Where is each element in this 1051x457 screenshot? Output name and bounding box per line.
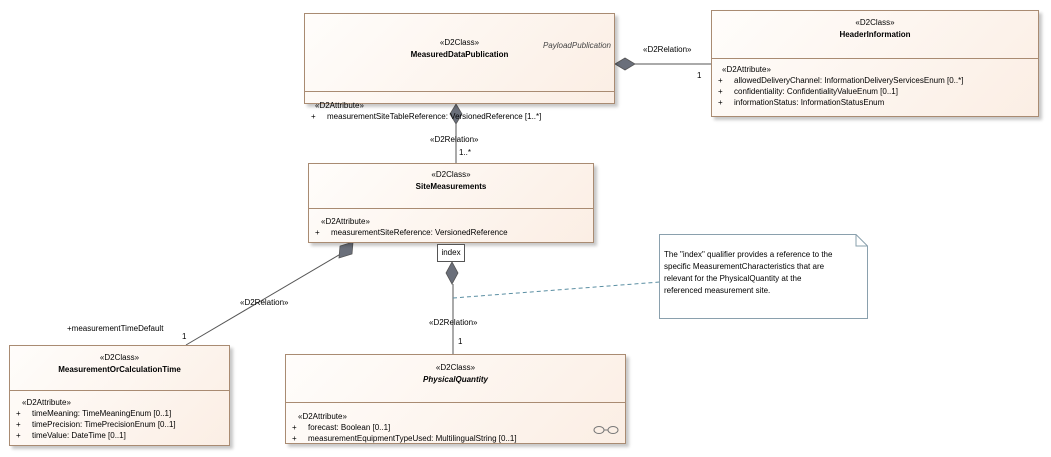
class-name: MeasuredDataPublication [410, 50, 509, 59]
attribute-text: allowedDeliveryChannel: InformationDeliv… [734, 76, 964, 85]
composition-diamond-header [614, 57, 636, 71]
attribute-text: forecast: Boolean [0..1] [308, 423, 391, 432]
class-header: «D2Class» HeaderInformation [712, 18, 1038, 59]
class-header: PayloadPublication «D2Class» MeasuredDat… [305, 38, 614, 92]
note-line: specific MeasurementCharacteristics that… [664, 262, 825, 271]
visibility-marker: + [16, 409, 21, 418]
package-label: PayloadPublication [542, 41, 611, 50]
class-name: HeaderInformation [839, 30, 911, 39]
class-physical-quantity[interactable]: «D2Class» PhysicalQuantity «D2Attribute»… [285, 354, 626, 444]
relation-stereotype-physical: «D2Relation» [429, 318, 478, 327]
class-stereotype: «D2Class» [439, 38, 480, 47]
attribute-compartment: «D2Attribute» + timeMeaning: TimeMeaningE… [10, 391, 229, 441]
relation-stereotype-time: «D2Relation» [240, 298, 289, 307]
attribute-row[interactable]: + timeValue: DateTime [0..1] [16, 430, 229, 441]
visibility-marker: + [718, 98, 723, 107]
relation-stereotype-site: «D2Relation» [430, 135, 479, 144]
attribute-compartment: «D2Attribute» + allowedDeliveryChannel: I… [712, 59, 1038, 108]
attribute-text: informationStatus: InformationStatusEnum [734, 98, 885, 107]
class-header-information[interactable]: «D2Class» HeaderInformation «D2Attribute… [711, 10, 1039, 117]
role-name-time: +measurementTimeDefault [67, 324, 164, 333]
attribute-row[interactable]: + timePrecision: TimePrecisionEnum [0..1] [16, 419, 229, 430]
visibility-marker: + [292, 434, 297, 443]
attribute-text: confidentiality: ConfidentialityValueEnu… [734, 87, 898, 96]
class-site-measurements[interactable]: «D2Class» SiteMeasurements «D2Attribute»… [308, 163, 594, 243]
attribute-row[interactable]: + measurementSiteTableReference: Versione… [311, 111, 614, 122]
attribute-row[interactable]: + measurementEquipmentTypeUsed: Multiling… [292, 433, 625, 444]
visibility-marker: + [16, 420, 21, 429]
attribute-row[interactable]: + confidentiality: ConfidentialityValueEn… [718, 86, 1038, 97]
attribute-text: measurementSiteTableReference: Versioned… [327, 112, 542, 121]
attribute-compartment: «D2Attribute» +forecast: Boolean [0..1] … [286, 403, 625, 444]
attribute-text: measurementEquipmentTypeUsed: Multilingu… [308, 434, 517, 443]
class-stereotype: «D2Class» [855, 18, 895, 27]
class-measured-data-publication[interactable]: PayloadPublication «D2Class» MeasuredDat… [304, 13, 615, 121]
multiplicity-header: 1 [697, 71, 702, 80]
attribute-stereotype: «D2Attribute» [321, 217, 370, 226]
attribute-row[interactable]: + allowedDeliveryChannel: InformationDeli… [718, 75, 1038, 86]
note-text: The "index" qualifier provides a referen… [664, 249, 864, 297]
relation-stereotype-header: «D2Relation» [643, 45, 692, 54]
class-name: MeasurementOrCalculationTime [58, 365, 181, 374]
visibility-marker: + [16, 431, 21, 440]
attribute-row[interactable]: + forecast: Boolean [0..1] [292, 422, 625, 433]
multiplicity-physical: 1 [458, 337, 463, 346]
class-header: «D2Class» MeasurementOrCalculationTime [10, 353, 229, 391]
note-link-line[interactable] [452, 281, 661, 299]
attribute-text: measurementSiteReference: VersionedRefer… [331, 228, 508, 237]
attribute-stereotype: «D2Attribute» [315, 101, 364, 110]
attribute-text: timePrecision: TimePrecisionEnum [0..1] [32, 420, 176, 429]
attribute-row[interactable]: + timeMeaning: TimeMeaningEnum [0..1] [16, 408, 229, 419]
class-stereotype: «D2Class» [435, 363, 476, 372]
relation-line-time[interactable] [185, 251, 345, 346]
attribute-stereotype: «D2Attribute» [298, 412, 347, 421]
attribute-stereotype: «D2Attribute» [22, 398, 71, 407]
note-outline [659, 234, 868, 319]
attribute-row[interactable]: + informationStatus: InformationStatusEnu… [718, 97, 1038, 108]
attribute-stereotype: «D2Attribute» [722, 65, 771, 74]
composition-diamond-site [449, 103, 463, 125]
qualifier-index[interactable]: index [437, 244, 465, 262]
multiplicity-time: 1 [182, 332, 187, 341]
visibility-marker: + [292, 423, 297, 432]
note-line: referenced measurement site. [664, 286, 771, 295]
attribute-compartment: «D2Attribute» + measurementSiteTableRefer… [305, 92, 614, 122]
visibility-marker: + [311, 112, 316, 121]
class-stereotype: «D2Class» [431, 170, 471, 179]
class-header: «D2Class» PhysicalQuantity [286, 363, 625, 403]
note-line: relevant for the PhysicalQuantity at the [664, 274, 802, 283]
attribute-row[interactable]: + measurementSiteReference: VersionedRefe… [315, 227, 593, 238]
abstract-link-icon [593, 426, 619, 434]
multiplicity-site: 1..* [459, 148, 472, 157]
class-stereotype: «D2Class» [99, 353, 140, 362]
note-index-qualifier[interactable]: The "index" qualifier provides a referen… [659, 234, 868, 319]
class-name: PhysicalQuantity [423, 375, 488, 384]
class-name: SiteMeasurements [415, 182, 487, 191]
visibility-marker: + [718, 87, 723, 96]
class-measurement-or-calculation-time[interactable]: «D2Class» MeasurementOrCalculationTime «… [9, 345, 230, 446]
composition-diamond-time [338, 241, 354, 259]
composition-diamond-physical [445, 261, 459, 285]
attribute-text: timeMeaning: TimeMeaningEnum [0..1] [32, 409, 172, 418]
class-header: «D2Class» SiteMeasurements [309, 170, 593, 209]
note-line: The "index" qualifier provides a referen… [664, 250, 833, 259]
visibility-marker: + [315, 228, 320, 237]
attribute-text: timeValue: DateTime [0..1] [32, 431, 126, 440]
visibility-marker: + [718, 76, 723, 85]
attribute-compartment: «D2Attribute» + measurementSiteReference:… [309, 209, 593, 238]
